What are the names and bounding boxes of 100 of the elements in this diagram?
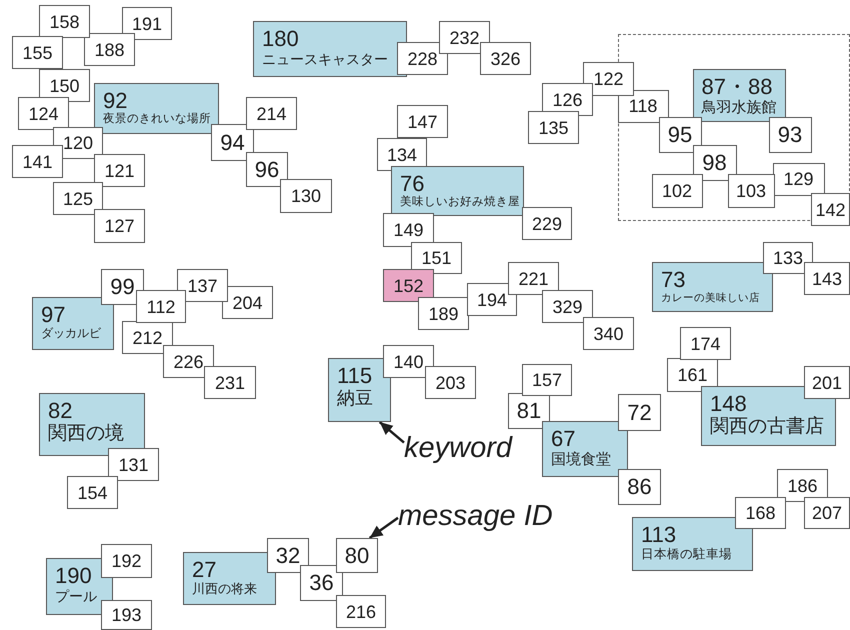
message-id: 93	[778, 124, 802, 146]
id-box	[618, 90, 668, 122]
message-id: 102	[662, 182, 692, 200]
keyword-box	[253, 21, 407, 77]
message-id: 121	[104, 162, 135, 180]
id-box	[425, 366, 476, 399]
id-box	[728, 174, 774, 208]
id-box	[528, 111, 579, 144]
message-id: 120	[62, 134, 94, 152]
message-id: 201	[812, 374, 842, 392]
message-id: 212	[132, 328, 163, 346]
message-id: 87・88	[702, 74, 772, 99]
message-id: 141	[22, 152, 53, 170]
id-box	[18, 97, 69, 130]
keyword-box	[183, 552, 276, 605]
keyword-text: 関西の古書店	[710, 416, 824, 438]
id-box	[222, 286, 273, 319]
message-id: 72	[627, 402, 652, 424]
message-id: 326	[490, 50, 521, 68]
id-box	[39, 5, 90, 38]
message-id: 147	[407, 112, 438, 130]
message-id: 168	[745, 504, 776, 522]
message-id: 97	[41, 302, 66, 327]
id-box	[680, 327, 731, 360]
message-id: 80	[344, 544, 370, 566]
message-id: 158	[49, 12, 80, 30]
keyword-text: 関西の境	[48, 423, 124, 446]
message-id: 228	[407, 50, 438, 68]
message-id: 340	[593, 324, 624, 342]
message-id: 131	[118, 456, 149, 474]
message-id: 186	[787, 476, 818, 494]
id-box	[763, 242, 813, 274]
message-id: 191	[132, 14, 162, 32]
message-id: 95	[668, 124, 692, 146]
message-id: 148	[710, 391, 747, 416]
id-box	[163, 345, 214, 378]
id-box	[583, 317, 634, 350]
message-id: 193	[111, 606, 142, 624]
message-id: 127	[104, 217, 135, 235]
message-id: 27	[192, 557, 216, 582]
message-id: 226	[173, 352, 204, 370]
message-id: 126	[552, 90, 583, 108]
message-id: 216	[346, 602, 376, 620]
message-id: 204	[232, 294, 263, 312]
id-box	[397, 42, 448, 75]
message-id: 124	[28, 104, 59, 122]
message-id: 157	[532, 371, 562, 389]
message-id: 149	[393, 221, 424, 239]
id-box	[397, 105, 448, 138]
message-id: 180	[262, 26, 299, 52]
id-box	[39, 69, 90, 102]
keyword-text: プール	[55, 588, 97, 604]
message-id: 329	[552, 298, 583, 316]
id-box	[101, 544, 152, 578]
message-id: 113	[641, 522, 676, 548]
id-box	[211, 124, 254, 161]
message-id: 221	[518, 270, 549, 288]
message-id: 190	[55, 563, 92, 588]
message-id: 214	[256, 104, 287, 122]
id-box	[136, 290, 186, 323]
id-box	[480, 42, 531, 75]
id-box	[122, 7, 172, 40]
message-id: 134	[386, 146, 418, 164]
keyword-text: 納豆	[337, 388, 373, 409]
id-box	[804, 262, 850, 295]
id-box	[122, 321, 173, 354]
id-box	[246, 97, 297, 130]
id-box	[811, 193, 850, 226]
keyword-text: 夜景のきれいな場所	[103, 113, 211, 127]
message-id: 99	[110, 276, 135, 298]
message-id: 32	[276, 544, 300, 566]
id-box	[204, 366, 256, 399]
message-id: 150	[49, 76, 80, 94]
id-box	[383, 345, 434, 378]
id-box	[583, 62, 634, 96]
message-id: 143	[812, 270, 842, 288]
id-box	[439, 21, 490, 54]
id-box	[768, 116, 812, 152]
arrow	[378, 421, 405, 444]
id-box	[336, 595, 386, 628]
annotation-label: keyword	[404, 430, 532, 466]
message-id: 73	[661, 267, 686, 292]
keyword-box	[328, 358, 391, 422]
id-box	[267, 538, 309, 573]
message-id: 125	[62, 190, 94, 208]
id-box	[777, 469, 828, 502]
annotation-label: message ID	[398, 498, 578, 534]
arrow	[368, 516, 399, 540]
id-box	[618, 394, 661, 431]
message-id: 154	[77, 484, 108, 502]
keyword-box	[692, 68, 786, 122]
keyword-text: 日本橋の駐車場	[641, 547, 732, 562]
id-box	[300, 565, 343, 601]
id-box	[12, 145, 63, 178]
id-box	[411, 242, 462, 274]
keyword-text: 国境食堂	[551, 451, 611, 469]
highlighted-id-box	[383, 269, 434, 302]
message-id: 142	[815, 200, 846, 218]
id-box	[658, 116, 702, 152]
id-box	[246, 152, 288, 187]
